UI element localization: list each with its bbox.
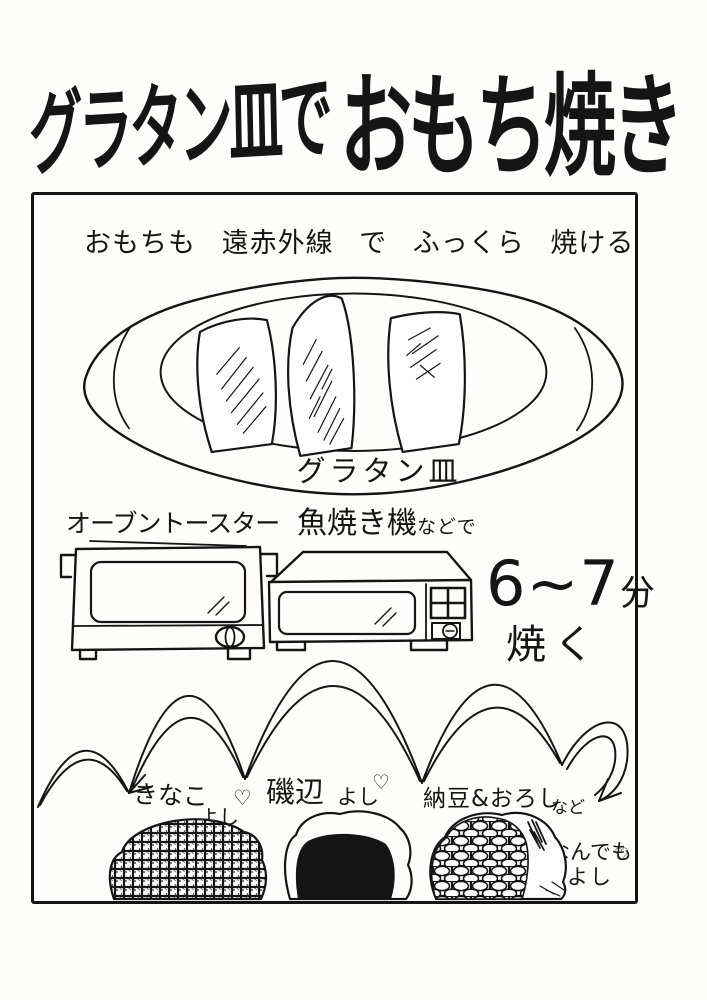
duration-value: 6~7 (486, 547, 620, 620)
toaster-oven-label: オーブントースター (66, 509, 280, 538)
bake-action: 焼く (506, 622, 602, 668)
anything-goes-ok: よし (567, 865, 613, 889)
natto-scribble (528, 820, 546, 850)
title-part-2: おもち焼き (340, 61, 684, 192)
topping-isobe-label: 磯辺 (266, 775, 325, 809)
mochi-piece-1 (197, 319, 276, 452)
fish-grill-suffix: などで (417, 516, 477, 538)
fish-grill-name: 魚焼き機 (297, 506, 417, 541)
illustration-frame: おもちも 遠赤外線 で ふっくら 焼ける (31, 192, 655, 904)
duration-unit: 分 (619, 574, 656, 614)
topped-mochi-drawings (34, 806, 635, 901)
isobe-mochi-drawing (285, 811, 412, 899)
arc-2 (129, 696, 245, 793)
dish-outer-rim (84, 278, 622, 495)
toaster-feet (80, 649, 250, 659)
arrowhead-right (599, 779, 621, 801)
topping-natto-label: 納豆&おろし (423, 786, 562, 812)
toaster-window-glare (208, 597, 229, 615)
bounce-arcs-drawing (33, 649, 636, 821)
grill-window (279, 592, 415, 634)
toaster-knob (216, 627, 244, 647)
toaster-window (91, 562, 245, 622)
mochi-piece-3 (388, 312, 465, 452)
intro-caption: おもちも 遠赤外線 で ふっくら 焼ける (84, 228, 635, 259)
heart-icon: ♡ (372, 770, 390, 794)
oroshi-hatch (540, 882, 564, 896)
arrowhead-left (129, 775, 151, 793)
topping-isobe-ok: よし (337, 785, 379, 809)
dish-inner-bowl (161, 294, 547, 451)
grill-knob (432, 623, 460, 639)
fish-grill-drawing (263, 544, 481, 658)
toaster-lid-edge (90, 541, 246, 546)
heart-icon: ♡ (233, 786, 252, 810)
grill-feet (277, 640, 447, 650)
title-part-1: グラタン皿で (27, 63, 330, 189)
grill-window-glare (375, 608, 396, 626)
dish-left-handle-crease (114, 326, 131, 428)
toaster-body (72, 547, 264, 650)
bake-duration: 6~7分 (486, 547, 656, 620)
arc-3 (245, 661, 422, 783)
arc-1 (38, 751, 129, 807)
kinako-mochi-drawing (110, 819, 266, 899)
arc-4 (422, 685, 562, 783)
mochi-piece-2 (288, 296, 354, 456)
dish-right-handle-crease (575, 328, 592, 430)
toaster-oven-drawing (58, 531, 280, 663)
toaster-left-handle (61, 555, 76, 577)
grill-body (269, 580, 472, 642)
natto-oroshi-mochi-drawing (430, 813, 566, 899)
page-title: グラタン皿で おもち焼き (27, 60, 684, 192)
topping-natto-suffix: など (551, 798, 585, 818)
gratin-dish-label: グラタン皿 (296, 454, 462, 488)
gratin-dish-drawing (74, 269, 632, 507)
arc-5-hook (562, 722, 628, 801)
fish-grill-label: 魚焼き機などで (297, 498, 477, 542)
heart-icon: ♡ (614, 845, 630, 865)
toaster-right-handle (261, 554, 277, 576)
grill-button-grid (431, 588, 465, 618)
grill-top (271, 552, 471, 582)
toaster-control-band (73, 625, 263, 626)
